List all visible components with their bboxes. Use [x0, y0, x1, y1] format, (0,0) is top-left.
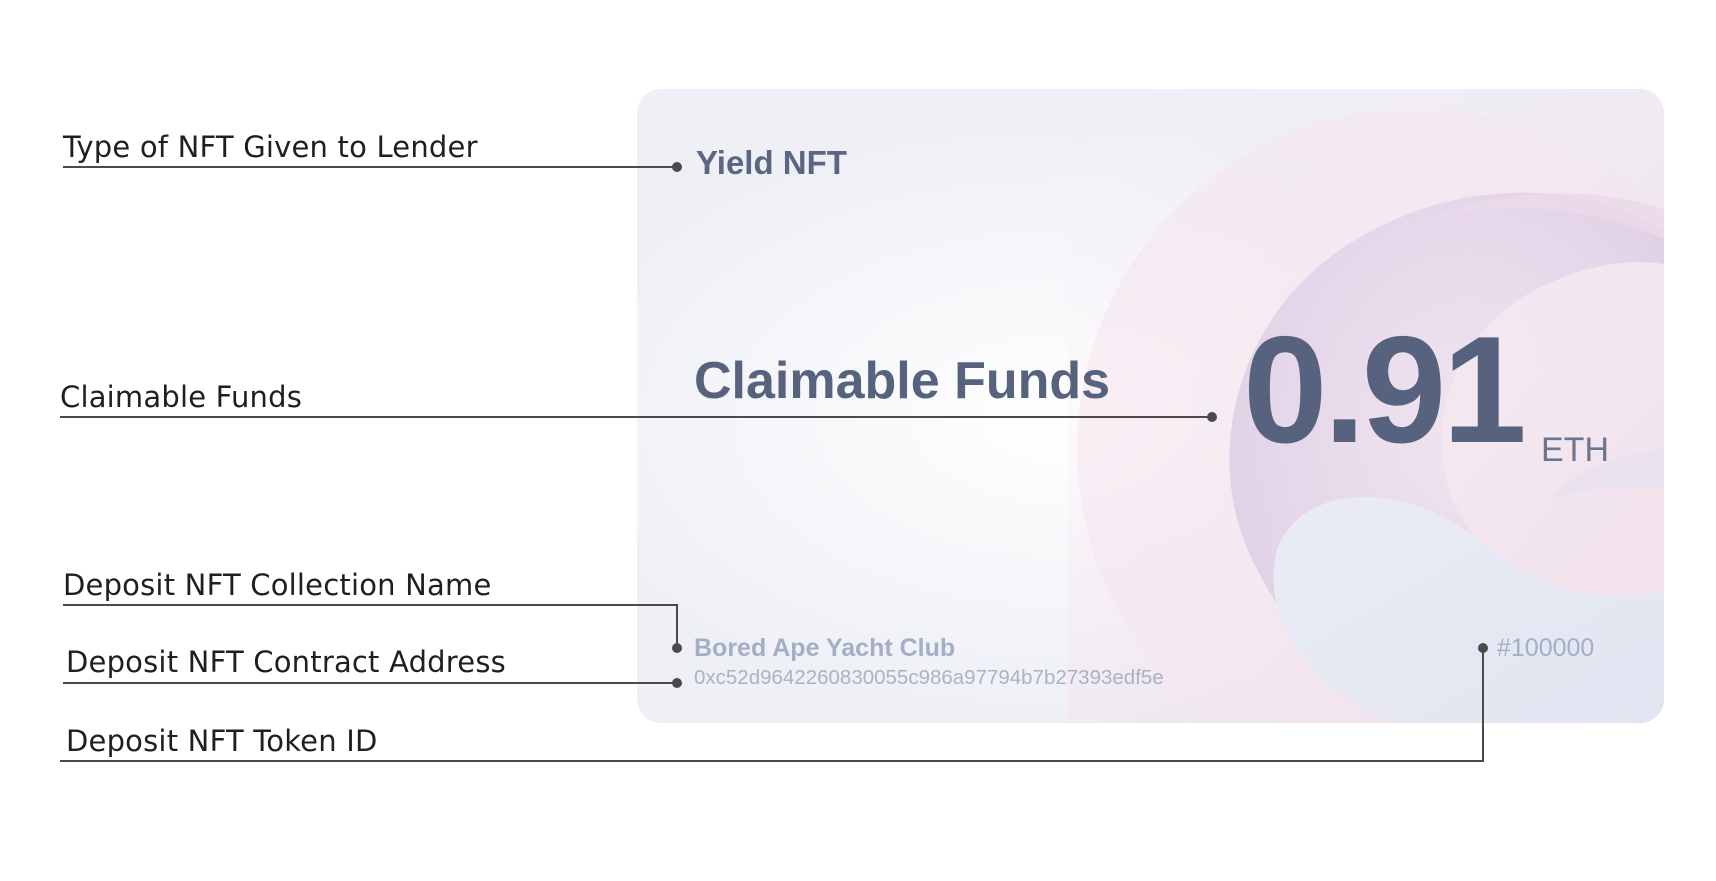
amount-unit: ETH	[1541, 431, 1609, 469]
collection-name: Bored Ape Yacht Club	[694, 634, 956, 662]
card-background-art	[1067, 89, 1664, 723]
claimable-funds-title: Claimable Funds	[694, 352, 1111, 410]
annotation-collection-name: Deposit NFT Collection Name	[63, 568, 492, 602]
blob-right-shape	[1547, 449, 1664, 499]
annotation-claimable-funds: Claimable Funds	[60, 380, 303, 414]
leader-line-collection-name	[63, 604, 678, 648]
yield-nft-card: Yield NFT Claimable Funds 0.91 ETH Bored…	[637, 89, 1664, 723]
contract-address: 0xc52d9642260830055c986a97794b7b27393edf…	[694, 666, 1164, 689]
annotation-contract-address: Deposit NFT Contract Address	[66, 645, 506, 679]
annotation-nft-type: Type of NFT Given to Lender	[63, 130, 478, 164]
token-id: #100000	[1497, 634, 1595, 662]
nft-type-label: Yield NFT	[696, 144, 847, 181]
claimable-amount: 0.91	[1243, 305, 1527, 475]
ring-highlight-shape	[1427, 192, 1664, 239]
annotation-token-id: Deposit NFT Token ID	[66, 724, 378, 758]
